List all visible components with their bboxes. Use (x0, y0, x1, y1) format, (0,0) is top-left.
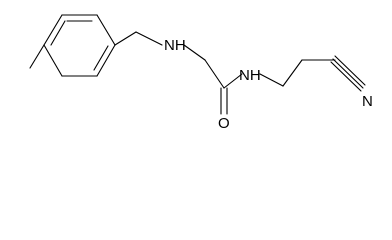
chemical-structure-diagram: NH O NH N (29, 14, 373, 132)
methyl-bond (29, 44, 45, 69)
nh-ch2-bond (183, 44, 206, 61)
amide-nitrogen-label: NH (239, 67, 261, 84)
nh-ch2-bond (259, 73, 284, 87)
ethylene-bond (282, 59, 303, 87)
ring-double-bond (50, 20, 66, 46)
nitrile-nitrogen-label: N (362, 93, 373, 110)
nitrile-triple-bond (330, 61, 362, 92)
nitrile-triple-bond (332, 58, 364, 89)
carbonyl-oxygen-label: O (218, 115, 230, 132)
ch2-carbonyl-bond (204, 59, 225, 89)
amine-nitrogen-label: NH (164, 37, 186, 54)
carbonyl-nh-bond (223, 73, 243, 89)
benzene-ring (43, 14, 116, 77)
nitrile-triple-bond (334, 55, 366, 86)
ring-double-bond (93, 45, 109, 71)
ring-bond (43, 14, 63, 46)
ch2-nh-bond (135, 31, 163, 46)
benzyl-bond (114, 31, 137, 46)
ring-bond (43, 44, 63, 77)
ring-bond (96, 44, 116, 77)
ring-bond (96, 14, 116, 46)
